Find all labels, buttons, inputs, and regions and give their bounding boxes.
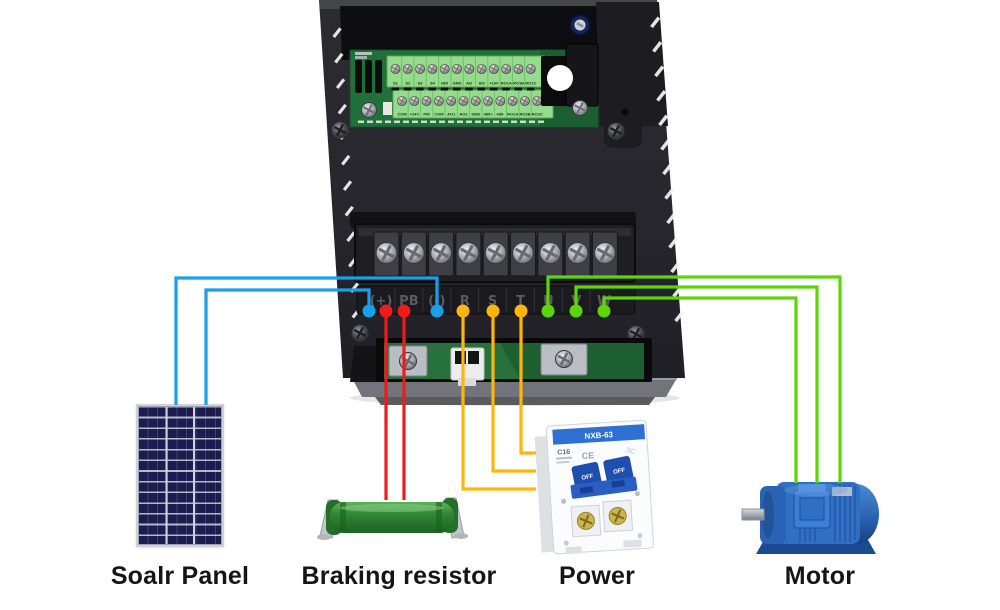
wire-brake-wire-2 [397,304,411,500]
cooling-vents [332,16,685,323]
control-terminal-board: S1COMS2+24VS3PWS4COMHDIAO1GNDAO2AI2GNDAI… [349,14,599,128]
svg-text:OFF: OFF [581,474,594,482]
svg-text:PW: PW [423,112,430,117]
wire-input-R [456,304,536,491]
wire-output-U [541,275,842,483]
solar-panel-label: Soalr Panel [110,562,250,590]
terminal-dot-output-W [597,304,611,318]
svg-text:GND: GND [471,112,480,117]
terminal-dot-input-S [486,304,500,318]
ce-mark: CE [581,450,594,461]
svg-text:RO2A: RO2A [507,112,518,117]
motor-label: Motor [784,562,856,590]
wire-output-W [597,296,798,483]
potentiometer-knob [569,14,591,36]
terminal-dot-brake-wire-1 [379,304,393,318]
svg-text:RO2B: RO2B [519,112,530,117]
svg-text:AI2: AI2 [466,81,473,86]
wire-output-V [569,285,819,483]
breaker-toggles: OFF OFF [570,455,638,499]
wire-brake-wire-1 [379,304,393,500]
logo-dot [547,65,573,91]
terminal-dot-brake-wire-2 [397,304,411,318]
svg-text:AO2: AO2 [459,112,468,117]
terminal-dot-input-R [456,304,470,318]
bottom-board [350,338,652,386]
power-label: Power [558,562,636,590]
svg-text:S: S [488,294,497,309]
motor [741,482,879,554]
svg-text:485+: 485+ [484,112,494,117]
terminal-dot-input-T [514,304,528,318]
fan-connector [450,347,485,386]
svg-text:+10V: +10V [489,81,499,86]
svg-text:T: T [516,294,525,309]
svg-text:S1: S1 [393,81,399,86]
wire-input-S [486,304,536,473]
svg-text:COM: COM [434,112,444,117]
solar-panel [136,404,224,547]
svg-text:OFF: OFF [613,468,626,476]
terminal-dot-output-V [569,304,583,318]
svg-text:AO1: AO1 [447,112,456,117]
svg-text:S2: S2 [405,81,411,86]
svg-text:485-: 485- [496,112,505,117]
svg-text:RO2C: RO2C [532,112,543,117]
svg-text:GND: GND [453,81,462,86]
wire-solar-positive [204,288,376,405]
power-breaker: NXB-63 C16 CE 3C OFF OFF [534,419,654,555]
svg-text:+24V: +24V [410,112,420,117]
svg-text:RO1A: RO1A [501,81,512,86]
ccc-mark: 3C [625,447,635,456]
svg-text:AI3: AI3 [478,81,485,86]
breaker-rating: C16 [557,449,570,457]
terminal-dot-solar-negative [430,304,444,318]
svg-text:RO1B: RO1B [513,81,524,86]
breaker-brand: NXB-63 [584,430,613,441]
braking-resistor [317,497,468,540]
svg-text:R: R [460,294,470,309]
terminal-dot-solar-positive [362,304,376,318]
wire-input-T [514,304,536,455]
wire-solar-negative [174,276,444,405]
control-terminal-labels: S1COMS2+24VS3PWS4COMHDIAO1GNDAO2AI2GNDAI… [393,81,543,117]
svg-text:HDI: HDI [441,81,448,86]
svg-text:S3: S3 [418,81,424,86]
terminal-dot-output-U [541,304,555,318]
svg-text:RO1C: RO1C [525,81,536,86]
svg-text:COM: COM [397,112,407,117]
braking-resistor-label: Braking resistor [301,562,497,590]
svg-text:S4: S4 [430,81,436,86]
